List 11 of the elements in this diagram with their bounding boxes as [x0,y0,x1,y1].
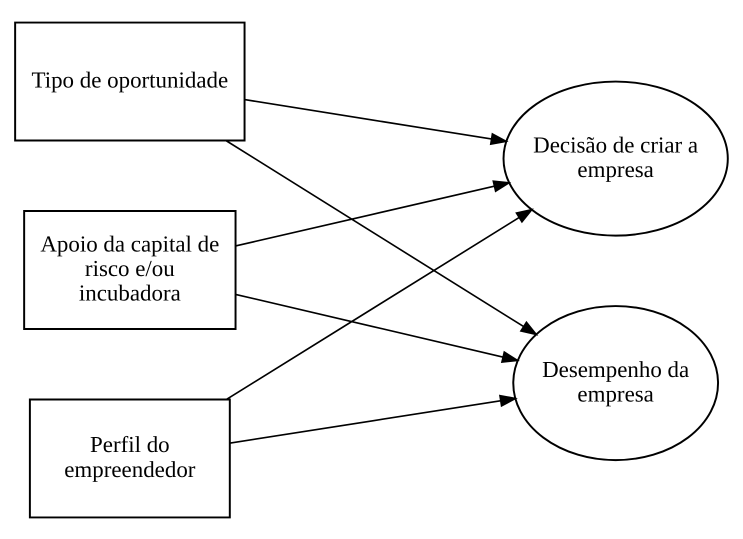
node-box: Apoio da capital de risco e/ou incubadora [23,210,237,330]
arrow [235,180,512,246]
node-ellipse: Decisão de criar a empresa [502,80,729,236]
arrow [235,293,520,363]
node-ellipse: Desempenho da empresa [512,304,720,461]
arrow [226,208,534,400]
node-box: Tipo de oportunidade [14,21,246,142]
arrow [226,140,538,336]
node-box: Perfil do empreendedor [28,398,231,518]
arrow [244,98,509,145]
arrow [230,394,518,444]
